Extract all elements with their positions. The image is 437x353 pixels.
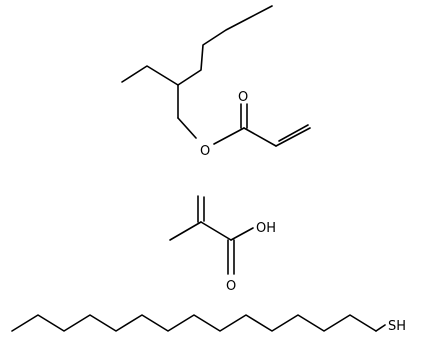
atom-o-carbonyl: O xyxy=(238,90,248,105)
molecule-2-ethylhexyl-acrylate: O O xyxy=(121,5,311,159)
atom-oh: OH xyxy=(256,221,276,236)
bond-carbonyl-to-vinyl xyxy=(243,127,277,147)
atom-o-acid: O xyxy=(226,279,236,294)
bond-alpha-to-methyl xyxy=(169,221,202,241)
atom-sh: SH xyxy=(388,319,406,334)
bond-ch2-to-ester-o xyxy=(177,117,197,139)
bond-vinyl-double-a xyxy=(275,127,311,147)
bond-alpha-to-carboxyl xyxy=(200,221,232,241)
bond-vinyl-double-b xyxy=(278,124,309,142)
ethyl-branch xyxy=(121,65,179,86)
butyl-chain xyxy=(177,5,273,86)
molecule-dodecanethiol: SH xyxy=(11,314,406,334)
bond-chain-to-sh xyxy=(375,324,386,332)
dodecyl-chain xyxy=(11,314,377,332)
bond-ester-o-to-carbonyl xyxy=(213,127,245,145)
bond-carboxyl-to-oh xyxy=(230,227,254,241)
molecule-methacrylic-acid: OH O xyxy=(169,195,276,294)
atom-o-ester: O xyxy=(200,144,210,159)
